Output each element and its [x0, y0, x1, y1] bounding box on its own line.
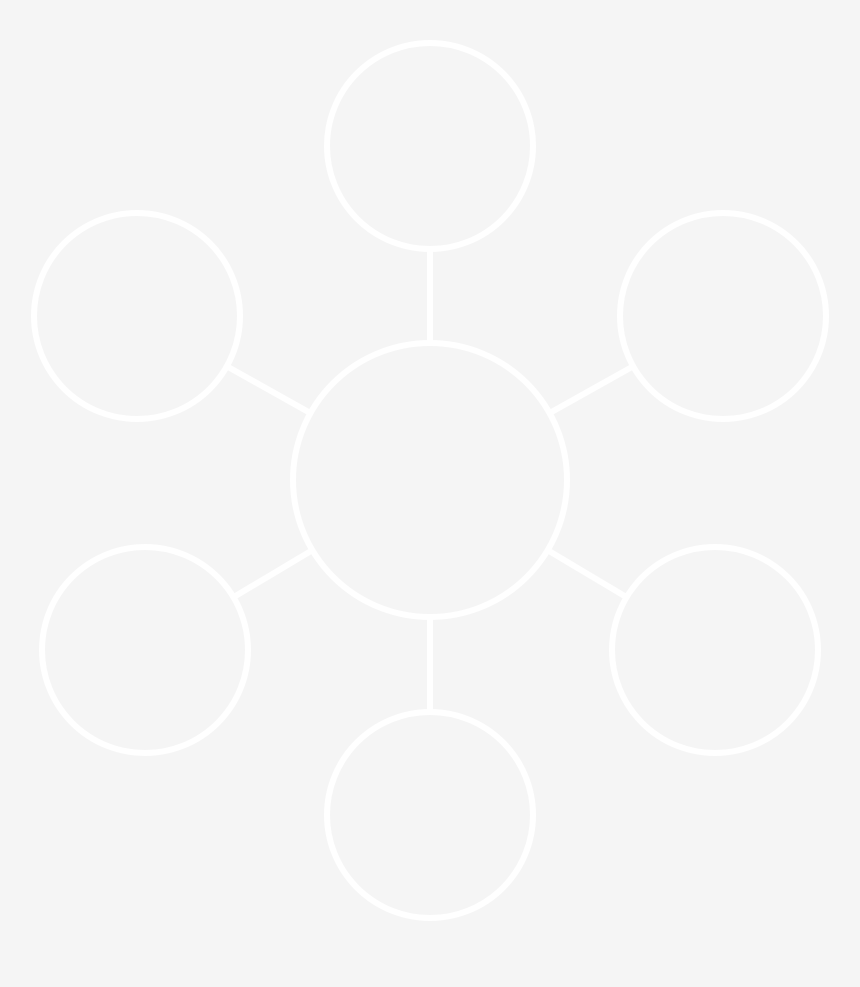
- user-nodes: [31, 40, 829, 921]
- user-node-upper-right: [617, 210, 829, 422]
- avatar-ring: [324, 709, 536, 921]
- user-node-lower-right: [609, 544, 821, 756]
- avatar-ring: [31, 210, 243, 422]
- link-center-upper-left: [225, 363, 312, 416]
- connection-lines: [225, 249, 635, 712]
- avatar-ring: [324, 40, 536, 252]
- link-center-upper-right: [548, 363, 635, 416]
- link-center-lower-left: [231, 547, 314, 600]
- user-node-top: [324, 40, 536, 252]
- user-node-center: [290, 340, 570, 620]
- avatar-ring: [290, 340, 570, 620]
- avatar-ring: [609, 544, 821, 756]
- avatar-ring: [617, 210, 829, 422]
- avatar-ring: [39, 544, 251, 756]
- user-node-bottom: [324, 709, 536, 921]
- user-node-upper-left: [31, 210, 243, 422]
- user-node-lower-left: [39, 544, 251, 756]
- link-center-lower-right: [546, 547, 629, 600]
